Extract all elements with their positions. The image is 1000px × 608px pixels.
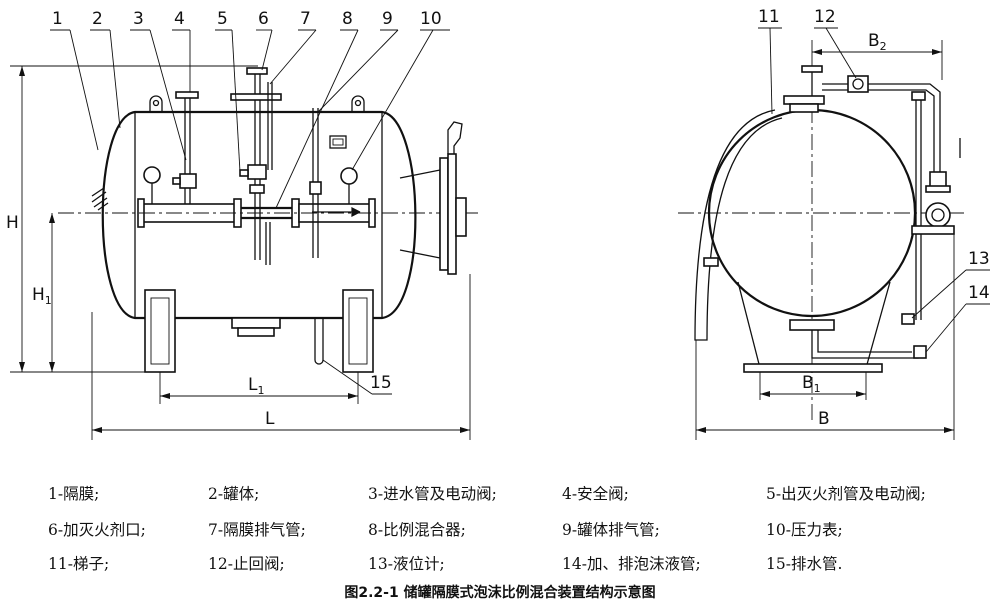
bottom-pipe <box>811 330 919 359</box>
legend-item-8: 8-比例混合器; <box>368 521 466 539</box>
side-view: 1 2 3 4 5 6 7 8 9 10 15 H H1 L1 L <box>6 9 478 440</box>
drain-valve <box>913 345 927 359</box>
callout-12: 12 <box>814 7 836 27</box>
legend-item-4: 4-安全阀; <box>562 485 629 503</box>
callout-3: 3 <box>133 9 144 29</box>
filling-port <box>246 67 268 75</box>
check-valve <box>847 75 869 93</box>
legend-item-1: 1-隔膜; <box>48 485 100 503</box>
drain-pipe <box>314 318 324 365</box>
legend-row-3: 11-梯子; 12-止回阀; 13-液位计; 14-加、排泡沫液管; 15-排水… <box>0 552 1000 574</box>
safety-valve-flange <box>175 91 199 99</box>
callout-10: 10 <box>420 9 442 29</box>
end-view-dimensions <box>695 40 955 440</box>
callout-1: 1 <box>52 9 63 29</box>
legend-item-6: 6-加灭火剂口; <box>48 521 146 539</box>
proportional-mixer <box>241 206 292 220</box>
dim-H1: H1 <box>32 285 52 307</box>
foam-pipe <box>822 83 941 182</box>
ladder <box>694 109 783 341</box>
legend-item-12: 12-止回阀; <box>208 555 285 573</box>
callout-5: 5 <box>217 9 228 29</box>
dimension-lines <box>10 65 471 440</box>
pressure-gauge-right <box>340 167 358 185</box>
callout-14: 14 <box>968 283 990 303</box>
tank-structure-drawing: 1 2 3 4 5 6 7 8 9 10 15 H H1 L1 L <box>6 7 990 440</box>
legend-item-10: 10-压力表; <box>766 521 843 539</box>
dim-B1: B1 <box>802 373 821 395</box>
legend-row-2: 6-加灭火剂口; 7-隔膜排气管; 8-比例混合器; 9-罐体排气管; 10-压… <box>0 518 1000 540</box>
legend-item-15: 15-排水管. <box>766 555 843 573</box>
nameplate <box>329 135 347 149</box>
dim-L1: L1 <box>248 375 264 397</box>
legend-item-14: 14-加、排泡沫液管; <box>562 555 701 573</box>
lifting-lug-left <box>149 95 163 112</box>
outlet-valve <box>247 164 267 180</box>
support-leg-right <box>342 289 374 373</box>
legend-item-7: 7-隔膜排气管; <box>208 521 306 539</box>
diaphragm-hatch <box>91 187 109 211</box>
legend-item-3: 3-进水管及电动阀; <box>368 485 497 503</box>
callout-4: 4 <box>174 9 185 29</box>
callout-6: 6 <box>258 9 269 29</box>
bottom-flange <box>231 317 281 329</box>
leader-lines-side <box>50 29 450 395</box>
dim-H: H <box>6 213 19 233</box>
figure-caption: 图2.2-1 储罐隔膜式泡沫比例混合装置结构示意图 <box>344 585 656 601</box>
legend-item-2: 2-罐体; <box>208 485 260 503</box>
end-nozzle <box>399 169 441 259</box>
filling-flange <box>230 93 282 101</box>
end-view: 11 12 13 14 B2 B1 B <box>678 7 990 440</box>
lifting-lug-right <box>351 95 365 112</box>
callout-2: 2 <box>92 9 103 29</box>
support-leg-left <box>144 289 176 373</box>
level-gauge-valve <box>925 202 951 228</box>
top-flange <box>783 95 825 105</box>
legend-row-1: 1-隔膜; 2-罐体; 3-进水管及电动阀; 4-安全阀; 5-出灭火剂管及电动… <box>0 482 1000 504</box>
legend-item-5: 5-出灭火剂管及电动阀; <box>766 485 926 503</box>
dim-B2: B2 <box>868 31 887 53</box>
callout-15: 15 <box>370 373 392 393</box>
level-indicator <box>901 313 915 325</box>
inlet-valve <box>179 173 197 189</box>
callout-9: 9 <box>382 9 393 29</box>
callout-11: 11 <box>758 7 780 27</box>
callout-7: 7 <box>300 9 311 29</box>
callout-8: 8 <box>342 9 353 29</box>
dim-L: L <box>265 409 275 429</box>
legend-item-9: 9-罐体排气管; <box>562 521 660 539</box>
legend-item-13: 13-液位计; <box>368 555 445 573</box>
dim-B: B <box>818 409 830 429</box>
pressure-gauge-left <box>143 166 161 184</box>
leader-lines-end <box>758 27 990 353</box>
callout-13: 13 <box>968 249 990 269</box>
legend-item-11: 11-梯子; <box>48 555 110 573</box>
